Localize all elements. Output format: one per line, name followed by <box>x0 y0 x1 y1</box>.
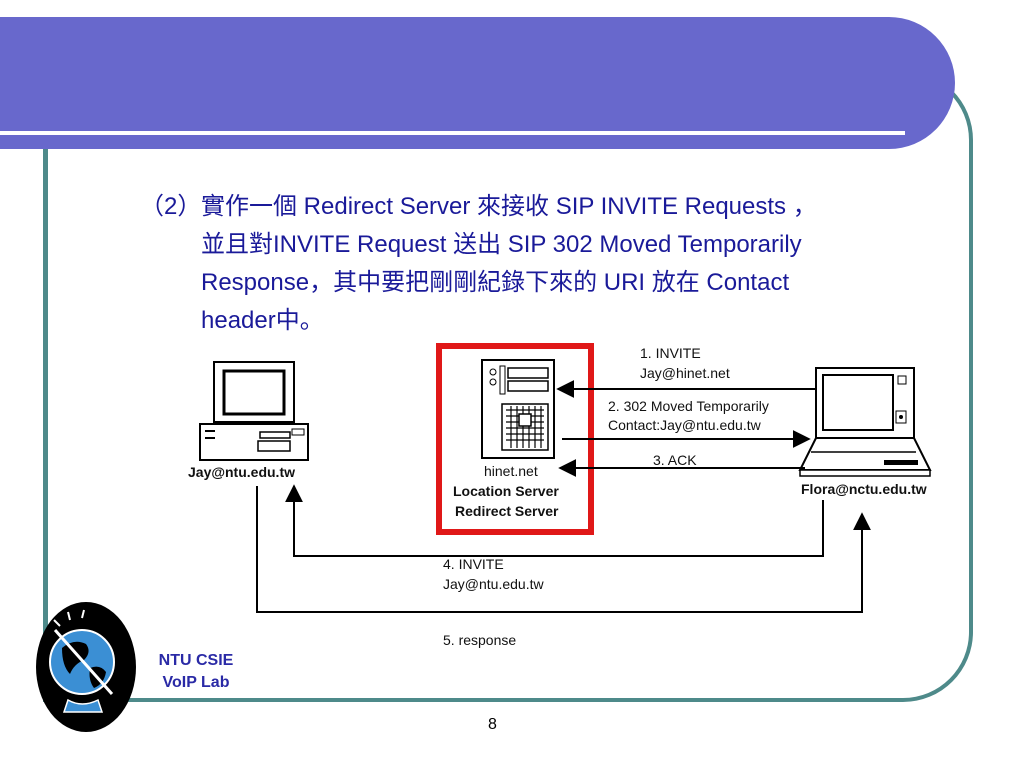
left-host-label: Jay@ntu.edu.tw <box>188 464 295 480</box>
arrow-msg4 <box>285 484 824 557</box>
msg1-label-line2: Jay@hinet.net <box>640 365 730 381</box>
page-number: 8 <box>488 716 497 733</box>
body-line-1: 實作一個 Redirect Server 來接收 SIP INVITE Requ… <box>201 193 817 220</box>
msg2-label-line1: 2. 302 Moved Temporarily <box>608 398 769 414</box>
body-line-3: Response，其中要把剛剛紀錄下來的 URI 放在 Contact <box>201 269 790 296</box>
lab-label: NTU CSIE VoIP Lab <box>150 650 242 694</box>
banner-divider <box>0 131 905 135</box>
title-banner <box>0 17 955 149</box>
lab-name-line1: NTU CSIE <box>158 652 234 669</box>
laptop-computer-icon <box>798 367 932 477</box>
server-role-redirect: Redirect Server <box>455 503 559 519</box>
msg4-label-line1: 4. INVITE <box>443 556 504 572</box>
item-number: （2） <box>140 193 202 220</box>
server-role-location: Location Server <box>453 483 559 499</box>
server-host-label: hinet.net <box>484 463 538 479</box>
right-host-label: Flora@nctu.edu.tw <box>801 481 927 497</box>
lab-name-line2: VoIP Lab <box>162 674 230 691</box>
body-line-4: header中。 <box>201 307 324 334</box>
desktop-computer-icon <box>199 361 309 461</box>
msg2-label-line2: Contact:Jay@ntu.edu.tw <box>608 417 762 433</box>
msg1-label-line1: 1. INVITE <box>640 345 701 361</box>
server-icon <box>481 359 555 459</box>
body-line-2: 並且對INVITE Request 送出 SIP 302 Moved Tempo… <box>201 231 802 258</box>
globe-logo-icon <box>36 602 136 732</box>
msg4-label-line2: Jay@ntu.edu.tw <box>443 576 544 592</box>
msg5-label: 5. response <box>443 632 516 648</box>
arrow-msg5 <box>256 486 871 613</box>
msg3-label: 3. ACK <box>653 452 697 468</box>
